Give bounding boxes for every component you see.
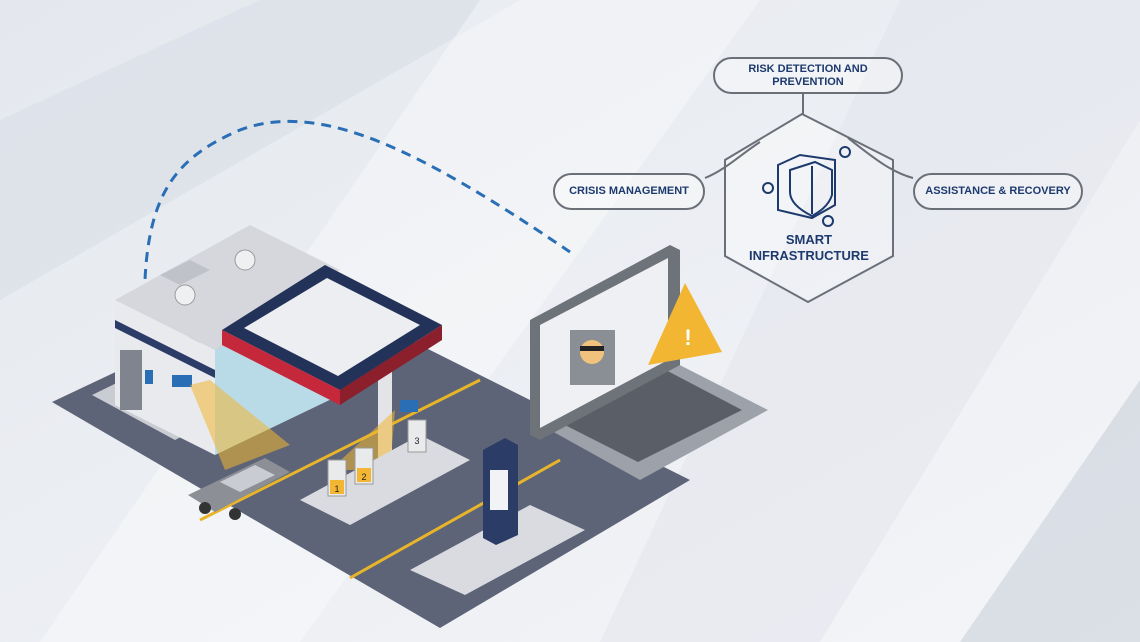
laptop bbox=[530, 245, 768, 480]
diagram-connectors bbox=[704, 93, 914, 304]
fan-icon bbox=[174, 284, 196, 306]
road-line bbox=[349, 458, 561, 580]
signal-dashed-line bbox=[142, 119, 571, 331]
bg-stripe bbox=[960, 380, 1140, 642]
bg-stripe bbox=[600, 0, 1140, 642]
center-label: SMART INFRASTRUCTURE bbox=[728, 232, 890, 264]
warning-icon: ! bbox=[648, 283, 722, 365]
node-risk-detection: RISK DETECTION AND PREVENTION bbox=[713, 57, 903, 94]
thief-face-icon bbox=[580, 340, 604, 364]
pump-number: 1 bbox=[334, 484, 339, 494]
pump-number: 2 bbox=[361, 472, 366, 482]
bg-stripe bbox=[0, 0, 520, 300]
fuel-pump-2 bbox=[354, 447, 374, 485]
shield-cube-icon bbox=[762, 146, 851, 227]
camera-beam bbox=[190, 380, 290, 470]
camera-icon bbox=[400, 400, 418, 412]
price-sign-panel bbox=[490, 470, 508, 510]
camera-icon bbox=[172, 375, 192, 387]
node-label: ASSISTANCE & RECOVERY bbox=[925, 185, 1071, 197]
keyboard bbox=[555, 367, 742, 462]
svg-text:!: ! bbox=[684, 325, 691, 350]
node-label: CRISIS MANAGEMENT bbox=[569, 185, 689, 197]
pump-number: 3 bbox=[414, 436, 419, 446]
fan-icon bbox=[234, 249, 256, 271]
center-hexagon bbox=[724, 112, 894, 304]
node-assistance-recovery: ASSISTANCE & RECOVERY bbox=[913, 173, 1083, 210]
camera-beam bbox=[330, 410, 395, 470]
center-label-line1: SMART bbox=[785, 232, 833, 247]
fuel-pump-3 bbox=[407, 419, 427, 453]
fuel-pump-1 bbox=[327, 459, 347, 497]
road-line bbox=[199, 378, 481, 522]
island bbox=[410, 505, 585, 595]
center-label-line2: INFRASTRUCTURE bbox=[749, 248, 869, 263]
node-crisis-management: CRISIS MANAGEMENT bbox=[553, 173, 705, 210]
car bbox=[188, 458, 290, 520]
pump-island bbox=[300, 435, 470, 525]
node-label: RISK DETECTION AND PREVENTION bbox=[748, 62, 868, 88]
